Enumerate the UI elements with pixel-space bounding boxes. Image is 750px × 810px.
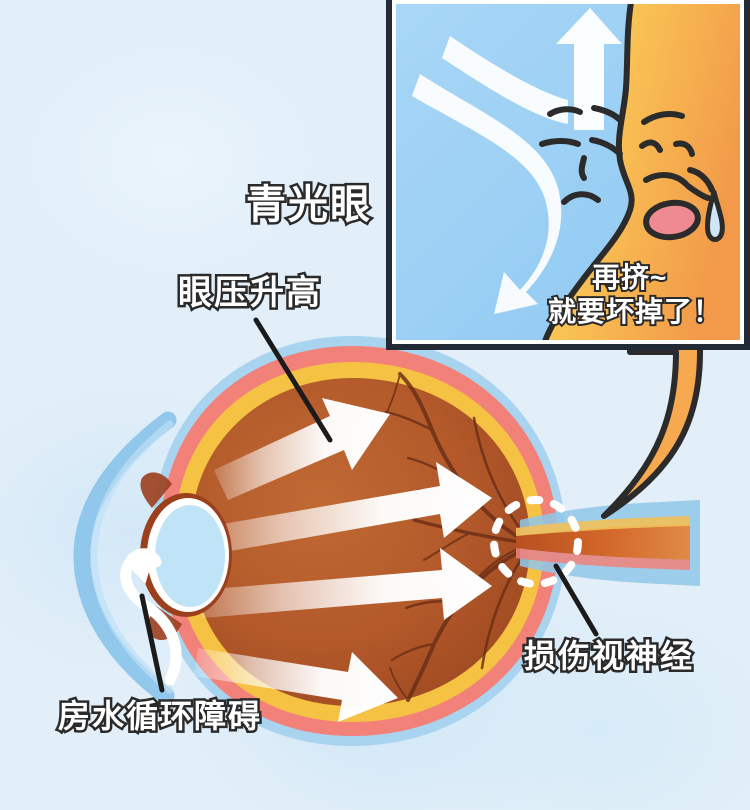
optic-nerve <box>516 500 700 586</box>
leader-iop <box>253 317 333 443</box>
tear-drop <box>705 189 725 242</box>
tissue-mouth <box>643 199 701 241</box>
tissue-face <box>639 111 715 201</box>
leader-nerve <box>553 563 599 637</box>
inset-pressure-arrows <box>412 8 622 314</box>
pressure-arrow-1 <box>214 398 390 500</box>
aqueous-flow-arrow <box>120 548 182 686</box>
leader-aqueous <box>139 593 165 693</box>
aqueous-face <box>539 105 623 205</box>
pressure-arrow-4 <box>194 648 398 722</box>
cornea <box>73 411 177 705</box>
label-intraocular-pressure: 眼压升高 <box>176 271 323 314</box>
optic-disc-marker <box>490 496 582 588</box>
leader-lines <box>139 317 599 693</box>
intraocular-pressure-arrows <box>194 398 492 722</box>
label-aqueous-circulation: 房水循环障碍 <box>55 696 263 737</box>
speech-bubble-line-1: 再挤~ <box>590 260 668 295</box>
tissue-region <box>544 0 744 344</box>
label-optic-nerve-damage: 损伤视神经 <box>521 636 695 677</box>
pressure-arrow-2 <box>200 462 492 556</box>
speech-bubble-line-2: 就要坏掉了！ <box>546 294 723 329</box>
page-title: 青光眼 <box>244 181 373 230</box>
inset-panel <box>386 0 750 350</box>
inset-artwork <box>392 0 744 344</box>
pressure-arrow-3 <box>200 548 492 620</box>
